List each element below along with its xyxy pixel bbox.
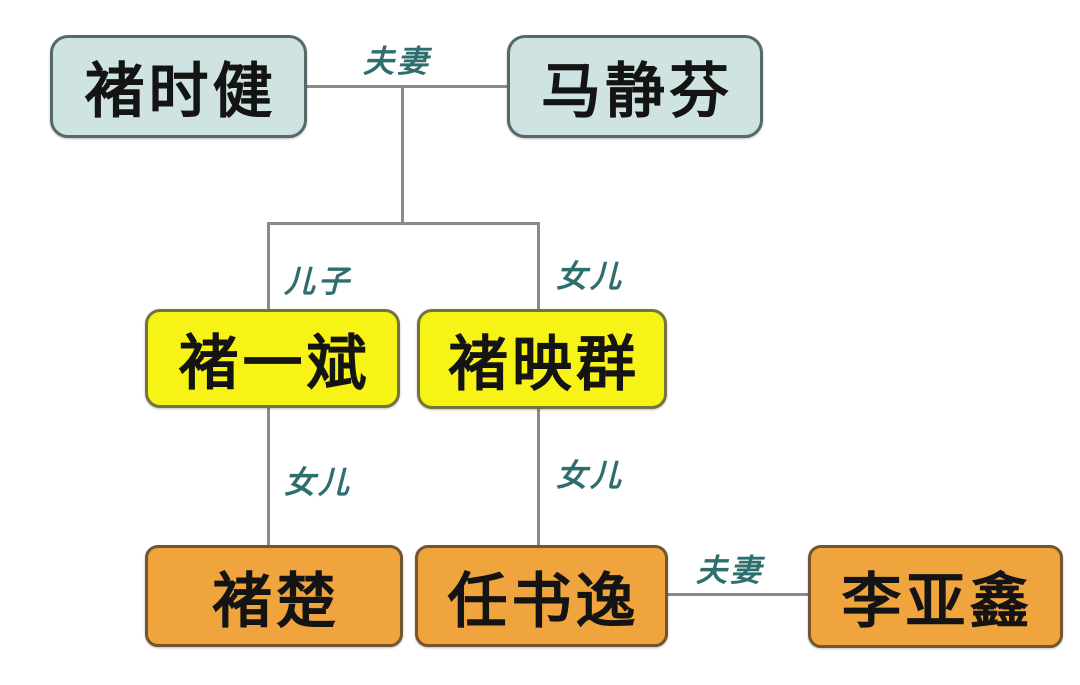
connector-parents-stem-line	[401, 86, 404, 225]
connector-yibin-child-line	[267, 406, 270, 547]
node-li-yaxin: 李亚鑫	[808, 545, 1063, 648]
relationship-label-daughter-bottom-right: 女儿	[556, 458, 624, 494]
connector-daughter-drop-line	[537, 222, 540, 311]
relationship-label-daughter-bottom-left: 女儿	[284, 465, 352, 501]
node-label-chu-chu: 褚楚	[212, 567, 340, 635]
node-label-chu-shijian: 褚时健	[84, 58, 277, 125]
node-label-chu-yibin: 褚一斌	[178, 330, 371, 397]
connector-couple-bottom-line	[666, 593, 810, 596]
relationship-label-couple-bottom: 夫妻	[696, 553, 764, 589]
node-chu-yingqun: 褚映群	[417, 309, 667, 409]
connector-sibling-bar-line	[267, 222, 540, 225]
connector-couple-top-line	[305, 85, 507, 88]
connector-son-drop-line	[267, 222, 270, 311]
node-label-ma-jingfen: 马静芬	[541, 58, 733, 125]
node-chu-chu: 褚楚	[145, 545, 403, 647]
relationship-label-daughter-top: 女儿	[556, 259, 624, 295]
node-label-li-yaxin: 李亚鑫	[841, 568, 1034, 635]
node-label-ren-shuyi: 任书逸	[447, 567, 640, 635]
node-chu-yibin: 褚一斌	[145, 309, 400, 408]
connector-yingqun-child-line	[537, 407, 540, 547]
node-chu-shijian: 褚时健	[50, 35, 307, 138]
node-ren-shuyi: 任书逸	[415, 545, 668, 647]
node-ma-jingfen: 马静芬	[507, 35, 763, 138]
relationship-label-son: 儿子	[284, 264, 352, 300]
relationship-label-couple-top: 夫妻	[363, 44, 431, 80]
node-label-chu-yingqun: 褚映群	[448, 330, 640, 398]
